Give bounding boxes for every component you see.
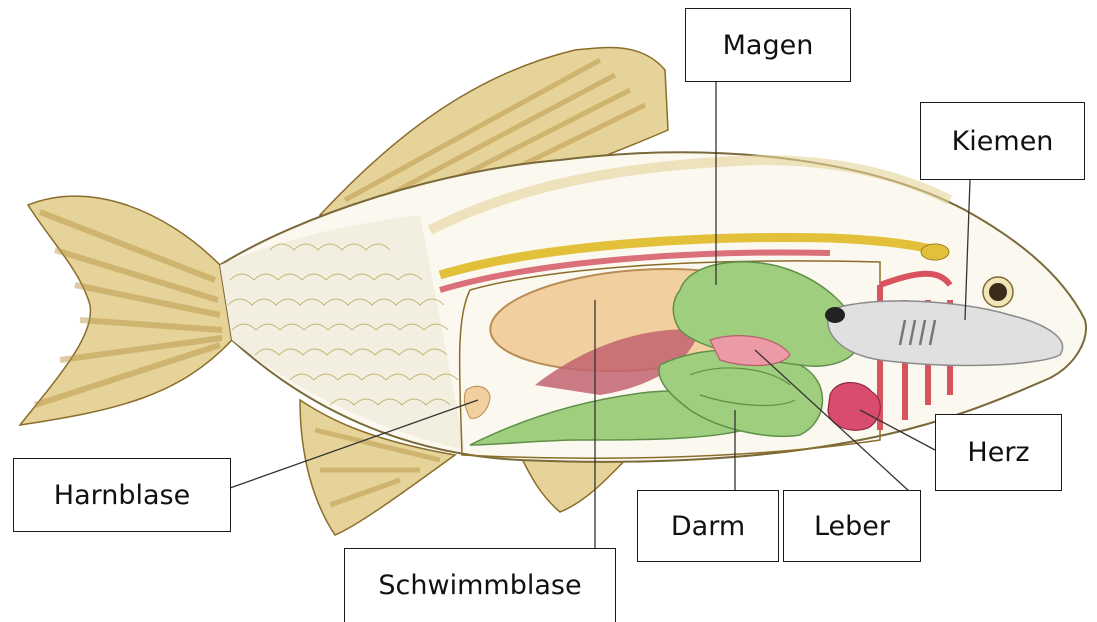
eye [983, 277, 1013, 307]
label-kiemen: Kiemen [920, 102, 1085, 180]
label-schwimmblase: Schwimmblase [344, 548, 616, 622]
label-magen: Magen [685, 8, 851, 82]
tail-fin [20, 196, 232, 425]
label-harnblase: Harnblase [13, 458, 231, 532]
label-leber: Leber [783, 490, 921, 562]
label-herz: Herz [935, 414, 1062, 491]
label-darm: Darm [637, 490, 779, 562]
